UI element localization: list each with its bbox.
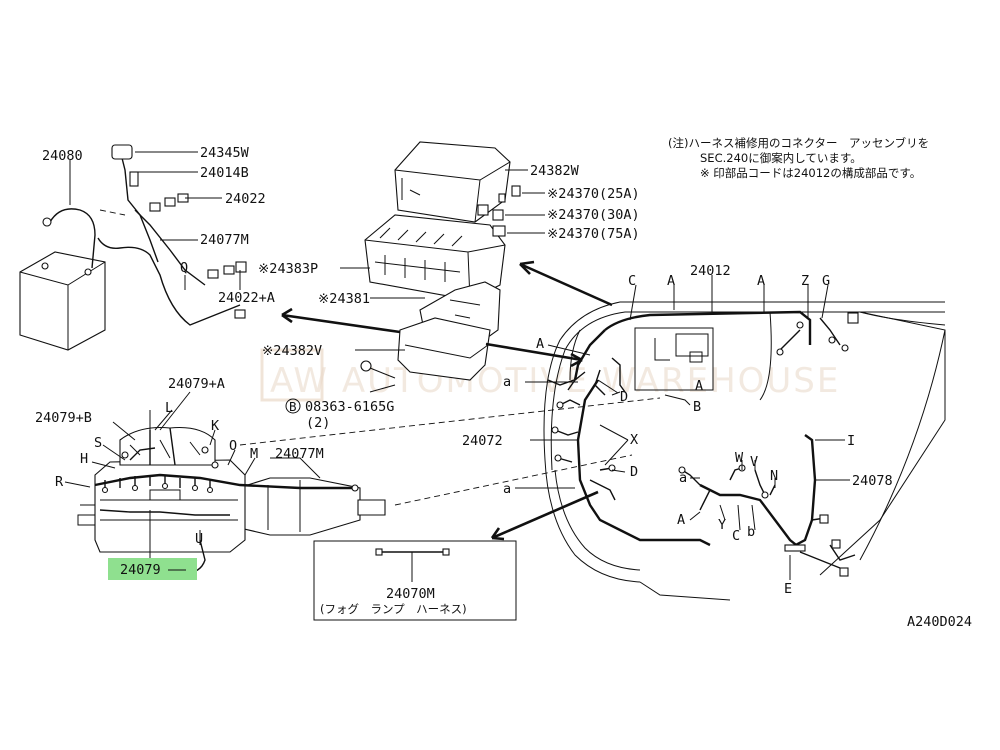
part-24370-75a: ※24370(75A): [547, 226, 640, 242]
label-a4: A: [695, 378, 703, 394]
bracket: [397, 317, 491, 381]
label-a-lower2: a: [503, 481, 511, 497]
label-a3: A: [536, 336, 544, 352]
label-h: H: [80, 451, 88, 467]
label-d1: D: [620, 389, 628, 405]
fuse-30a: [492, 209, 504, 221]
relay-panel: [634, 327, 714, 391]
label-m: M: [250, 446, 258, 462]
fuse-box-cover: [394, 141, 511, 223]
label-l: L: [165, 400, 173, 416]
part-24014b: 24014B: [200, 165, 249, 181]
part-24078: 24078: [852, 473, 893, 489]
fuse-25a: [511, 185, 521, 197]
label-a2: A: [757, 273, 765, 289]
relay-block: [364, 214, 506, 301]
part-24077m-top: 24077M: [200, 232, 249, 248]
label-a-lower3: a: [679, 470, 687, 486]
part-24022: 24022: [225, 191, 266, 207]
battery-group: [19, 144, 247, 351]
label-s: S: [94, 435, 102, 451]
intake-manifold: [119, 426, 216, 466]
label-e: E: [784, 581, 792, 597]
part-24072: 24072: [462, 433, 503, 449]
label-c: C: [628, 273, 636, 289]
main-harness-24012: [567, 275, 859, 396]
watermark: AW AUTOMOTIVE WAREHOUSE: [260, 348, 840, 402]
label-a5: A: [677, 512, 685, 528]
diagram-code: A240D024: [907, 614, 972, 630]
part-24382w: 24382W: [530, 163, 580, 179]
fuse-box-group: [340, 141, 545, 393]
part-24022a: 24022+A: [218, 290, 275, 306]
part-08363: 08363-6165G: [305, 399, 394, 415]
label-z: Z: [801, 273, 809, 289]
arrow-to-battery: [281, 313, 401, 334]
bolt-ref-b: B: [289, 399, 297, 414]
battery-body: [19, 251, 106, 351]
label-x: X: [630, 432, 638, 448]
dash-harness-24072: [515, 344, 711, 547]
part-24079-highlight: [108, 558, 197, 580]
arrow-to-fusebox: [519, 262, 613, 307]
label-r: R: [55, 474, 64, 490]
label-k: K: [211, 418, 220, 434]
arrow-to-fog: [491, 490, 599, 540]
bolt-icon: [360, 360, 372, 372]
part-24382v: ※24382V: [262, 343, 322, 359]
body-harness-24078: [678, 434, 856, 580]
fuse-75a: [492, 225, 506, 237]
label-c2: C: [732, 528, 740, 544]
label-g: G: [822, 273, 830, 289]
label-b: B: [693, 399, 701, 415]
part-24080: 24080: [42, 148, 83, 164]
part-24077m-engine: 24077M: [275, 446, 324, 462]
bolt-qty: (2): [306, 415, 330, 431]
terminal-cover: [111, 144, 133, 160]
note-line-2: SEC.240に御案内しています。: [700, 151, 862, 165]
part-24370-30a: ※24370(30A): [547, 207, 640, 223]
engine-group: [64, 391, 386, 574]
label-a-lower1: a: [503, 374, 511, 390]
watermark-text: AW AUTOMOTIVE WAREHOUSE: [270, 361, 840, 401]
part-24079b: 24079+B: [35, 410, 92, 426]
label-v: V: [750, 454, 758, 470]
part-24012: 24012: [690, 263, 731, 279]
label-a1: A: [667, 273, 675, 289]
label-d2: D: [630, 464, 638, 480]
label-y: Y: [718, 517, 726, 533]
note-block: (注)ハーネス補修用のコネクター アッセンブリを SEC.240に御案内していま…: [668, 136, 929, 180]
part-24383p: ※24383P: [258, 261, 318, 277]
bolt-ref-circle: [285, 398, 301, 414]
arrow-to-harness: [485, 342, 583, 362]
part-24381: ※24381: [318, 291, 370, 307]
part-24070m-desc: (フォグ ランプ ハーネス): [320, 602, 467, 616]
label-b-lower: b: [747, 524, 755, 540]
vehicle-outline: [543, 301, 946, 601]
fog-lamp-inset: [313, 540, 517, 621]
label-i: I: [847, 433, 855, 449]
engine-block: [94, 459, 246, 553]
label-w: W: [735, 450, 744, 466]
label-u: U: [195, 531, 203, 547]
connector-g: [847, 312, 859, 324]
part-24079a: 24079+A: [168, 376, 225, 392]
note-line-3: ※ 印部品コードは24012の構成部品です。: [700, 166, 921, 180]
label-q: Q: [180, 260, 188, 276]
note-line-1: (注)ハーネス補修用のコネクター アッセンブリを: [668, 136, 929, 150]
label-n: N: [770, 468, 778, 484]
part-24079: 24079: [120, 562, 161, 578]
part-24370-25a: ※24370(25A): [547, 186, 640, 202]
label-o: O: [229, 438, 237, 454]
part-24345w: 24345W: [200, 145, 250, 161]
part-24070m: 24070M: [386, 586, 435, 602]
